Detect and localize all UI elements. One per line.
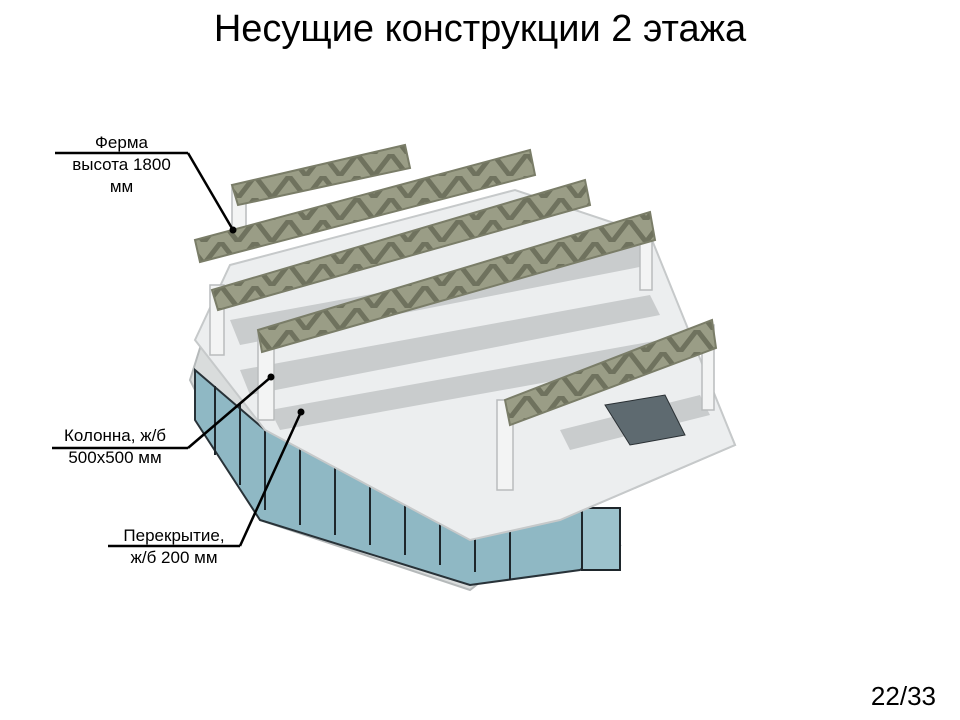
callout-slab-name: Перекрытие, — [123, 526, 225, 545]
callout-truss-leader — [55, 151, 235, 231]
callout-truss-unit: мм — [109, 177, 134, 196]
callout-truss-name: Ферма — [95, 133, 148, 152]
callout-column-size: 500х500 мм — [68, 448, 162, 467]
callout-slab-label: Перекрытие, ж/б 200 мм — [104, 525, 244, 569]
trusses — [193, 143, 718, 427]
callout-slab-thickness: ж/б 200 мм — [130, 548, 218, 567]
callout-column-marker — [267, 373, 275, 381]
callout-column-name: Колонна, ж/б — [63, 426, 167, 445]
slide-title: Несущие конструкции 2 этажа — [213, 8, 747, 50]
callout-column-leader — [52, 376, 272, 450]
callout-truss-marker — [229, 226, 237, 234]
callout-truss-height: высота 1800 — [72, 155, 171, 174]
stair-opening — [604, 394, 686, 446]
page-number: 22/33 — [870, 681, 936, 711]
callout-slab-marker — [297, 408, 305, 416]
callout-slab-leader — [108, 411, 303, 548]
callout-column-label: Колонна, ж/б 500х500 мм — [40, 425, 190, 469]
callout-truss-label: Ферма высота 1800 мм — [55, 132, 188, 198]
